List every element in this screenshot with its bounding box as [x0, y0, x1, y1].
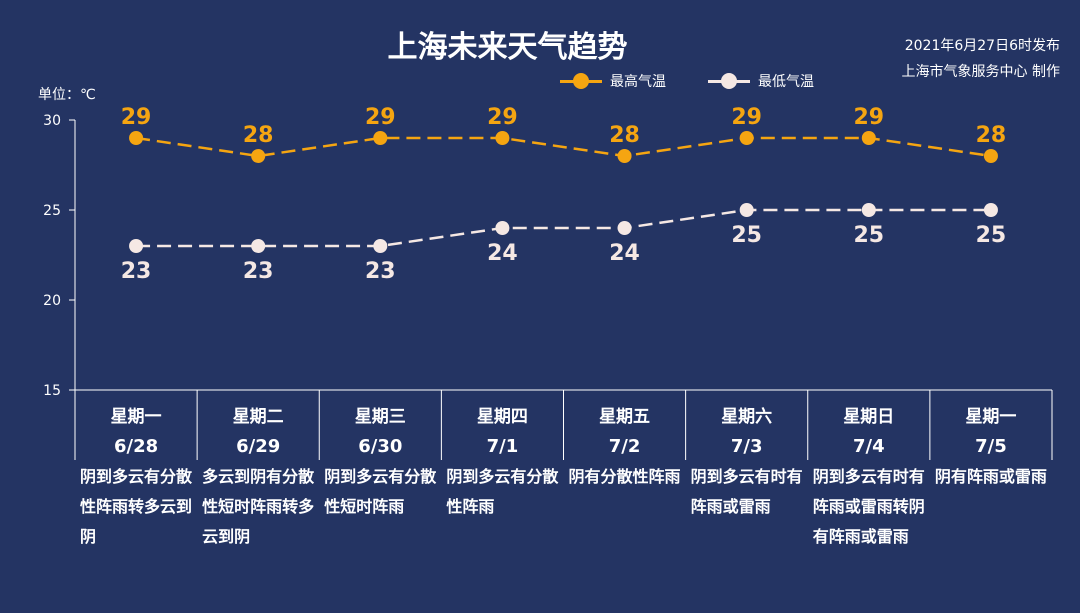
- data-point: [251, 239, 266, 253]
- data-label: 25: [854, 223, 885, 248]
- data-label: 24: [609, 241, 640, 266]
- data-label: 29: [365, 105, 396, 130]
- weather-description: 阴有阵雨或雷雨: [934, 467, 1047, 486]
- data-label: 29: [731, 105, 762, 130]
- weekday-label: 星期四: [477, 407, 528, 427]
- weather-description: 阴到多云有分散性短时阵雨: [324, 467, 437, 516]
- publish-time: 2021年6月27日6时发布: [904, 38, 1060, 54]
- legend-high[interactable]: 最高气温: [560, 71, 666, 91]
- date-label: 7/4: [853, 436, 885, 457]
- data-label: 28: [976, 123, 1007, 148]
- weather-description: 阴到多云有分散性阵雨: [446, 467, 559, 516]
- data-point: [495, 221, 510, 235]
- data-label: 24: [487, 241, 518, 266]
- series-line-high: [135, 136, 992, 158]
- data-label: 23: [121, 259, 152, 284]
- data-label: 29: [854, 105, 885, 130]
- data-label: 29: [487, 105, 518, 130]
- y-tick-label: 30: [43, 113, 61, 129]
- data-point: [251, 149, 266, 163]
- weather-description: 多云到阴有分散性短时阵雨转多云到阴: [202, 467, 315, 546]
- legend-low-marker-icon: [708, 73, 750, 89]
- legend-high-label: 最高气温: [610, 74, 666, 90]
- date-label: 7/5: [975, 436, 1007, 457]
- date-label: 7/3: [731, 436, 763, 457]
- data-label: 25: [976, 223, 1007, 248]
- data-point: [495, 131, 510, 145]
- producer: 上海市气象服务中心 制作: [901, 64, 1060, 80]
- weekday-label: 星期二: [233, 407, 284, 427]
- y-tick-label: 25: [43, 203, 61, 219]
- data-label: 29: [121, 105, 152, 130]
- legend-high-marker-icon: [560, 73, 602, 89]
- data-point: [373, 239, 388, 253]
- date-label: 6/28: [114, 436, 158, 457]
- unit-label: 单位：℃: [38, 87, 96, 103]
- data-label: 25: [731, 223, 762, 248]
- data-point: [129, 131, 144, 145]
- weekday-label: 星期一: [965, 407, 1016, 427]
- data-label: 23: [365, 259, 396, 284]
- data-label: 23: [243, 259, 274, 284]
- data-point: [739, 131, 754, 145]
- data-point: [983, 149, 998, 163]
- data-point: [739, 203, 754, 217]
- data-point: [861, 131, 876, 145]
- date-label: 6/29: [236, 436, 280, 457]
- weekday-label: 星期五: [599, 407, 650, 427]
- data-label: 28: [609, 123, 640, 148]
- weather-description: 阴到多云有分散性阵雨转多云到阴: [80, 467, 193, 546]
- data-point: [617, 149, 632, 163]
- data-point: [373, 131, 388, 145]
- date-label: 6/30: [358, 436, 402, 457]
- data-point: [861, 203, 876, 217]
- data-label: 28: [243, 123, 274, 148]
- weekday-label: 星期六: [721, 406, 772, 427]
- weather-description: 阴有分散性阵雨: [568, 467, 681, 486]
- y-tick-label: 20: [43, 293, 61, 309]
- weekday-label: 星期一: [111, 407, 162, 427]
- y-tick-label: 15: [43, 383, 61, 399]
- chart-title: 上海未来天气趋势: [387, 30, 628, 65]
- weather-description: 阴到多云有时有阵雨或雷雨: [690, 467, 803, 516]
- weather-description: 阴到多云有时有阵雨或雷雨转阴有阵雨或雷雨: [812, 467, 925, 546]
- date-label: 7/2: [609, 436, 641, 457]
- series-line-low: [136, 208, 991, 248]
- legend-low[interactable]: 最低气温: [708, 71, 814, 91]
- date-label: 7/1: [487, 436, 519, 457]
- weekday-label: 星期日: [843, 407, 894, 427]
- legend-low-label: 最低气温: [758, 74, 814, 90]
- data-point: [129, 239, 144, 253]
- weekday-label: 星期三: [355, 407, 406, 427]
- data-point: [617, 221, 632, 235]
- data-point: [983, 203, 998, 217]
